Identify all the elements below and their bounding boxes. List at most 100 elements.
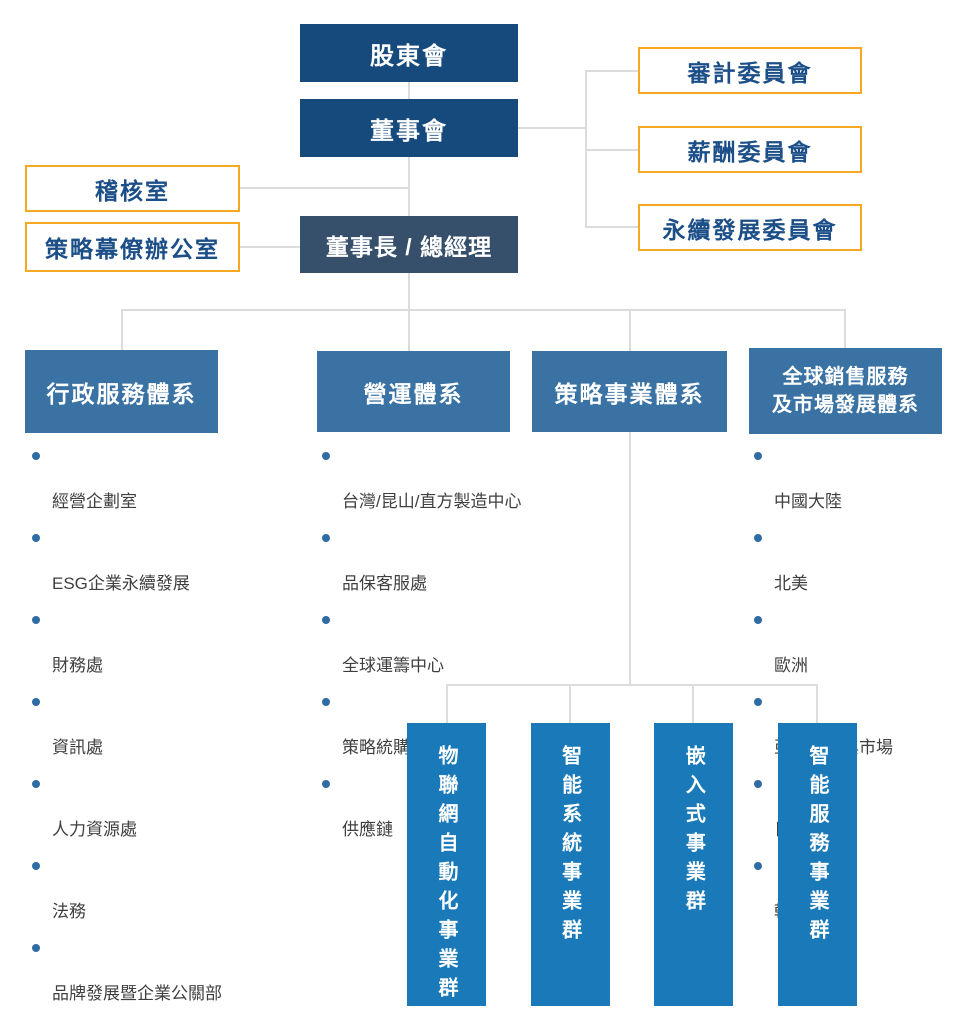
connector-line xyxy=(692,684,694,723)
business-group-box: 嵌入式事業群 xyxy=(654,723,734,1006)
list-item-label: ESG企業永續發展 xyxy=(52,574,190,593)
business-groups-row: 物聯網自動化事業群 智能系統事業群 嵌入式事業群 智能服務事業群 xyxy=(407,723,857,1006)
bullet-icon xyxy=(754,780,762,788)
list-item: 品保客服處 xyxy=(320,526,580,595)
connector-line xyxy=(585,70,638,72)
list-item: 品牌發展暨企業公關部 xyxy=(30,936,285,1005)
business-group-label: 物聯網自動化事業群 xyxy=(435,745,457,1006)
connector-line xyxy=(585,149,638,151)
bullet-icon xyxy=(32,452,40,460)
connector-line xyxy=(240,187,408,189)
list-item-label: 策略統購處 xyxy=(342,738,427,757)
bullet-icon xyxy=(754,698,762,706)
list-item-label: 中國大陸 xyxy=(774,492,842,511)
connector-line xyxy=(518,127,585,129)
shareholders-label: 股東會 xyxy=(370,42,448,70)
connector-line xyxy=(629,309,631,351)
bullet-icon xyxy=(322,780,330,788)
list-item: 北美 xyxy=(752,526,952,595)
connector-line xyxy=(408,157,410,217)
list-item: 全球運籌中心 xyxy=(320,608,580,677)
connector-line xyxy=(844,309,846,348)
bullet-icon xyxy=(754,452,762,460)
division-box-admin: 行政服務體系 xyxy=(25,350,218,433)
business-group-box: 智能系統事業群 xyxy=(530,723,610,1006)
connector-line xyxy=(629,432,631,685)
list-item: 歐洲 xyxy=(752,608,952,677)
list-item-label: 北美 xyxy=(774,574,808,593)
connector-line xyxy=(240,246,300,248)
list-item: 供應鏈 xyxy=(320,772,580,841)
bullet-icon xyxy=(322,616,330,624)
list-item-label: 人力資源處 xyxy=(52,820,137,839)
bullet-icon xyxy=(322,698,330,706)
list-item-label: 財務處 xyxy=(52,656,103,675)
division-box-strategic: 策略事業體系 xyxy=(532,351,727,432)
connector-line xyxy=(408,273,410,310)
division-admin-label: 行政服務體系 xyxy=(46,380,197,407)
list-item: 財務處 xyxy=(30,608,285,677)
division-global-sales-label-line1: 全球銷售服務 xyxy=(782,366,909,388)
bullet-icon xyxy=(32,616,40,624)
business-group-box: 物聯網自動化事業群 xyxy=(407,723,486,1006)
bullet-icon xyxy=(32,862,40,870)
business-group-label: 智能系統事業群 xyxy=(558,745,581,948)
committee-box-sustainability: 永續發展委員會 xyxy=(638,204,862,251)
list-item-label: 台灣/昆山/直方製造中心 xyxy=(342,492,522,511)
division-box-operations: 營運體系 xyxy=(317,351,510,432)
business-group-box: 智能服務事業群 xyxy=(777,723,857,1006)
board-box: 董事會 xyxy=(300,99,518,157)
bullet-icon xyxy=(754,534,762,542)
connector-line xyxy=(121,309,846,311)
audit-office-label: 稽核室 xyxy=(95,177,170,204)
staff-box-strategy-office: 策略幕僚辦公室 xyxy=(25,222,240,272)
bullet-icon xyxy=(32,534,40,542)
connector-line xyxy=(585,226,638,228)
list-item-label: 品保客服處 xyxy=(342,574,427,593)
list-item-label: 資訊處 xyxy=(52,738,103,757)
committee-box-compensation: 薪酬委員會 xyxy=(638,126,862,173)
bullet-icon xyxy=(754,616,762,624)
list-item: 策略統購處 xyxy=(320,690,580,759)
committee-box-audit: 審計委員會 xyxy=(638,47,862,94)
connector-line xyxy=(446,684,817,686)
bullet-icon xyxy=(754,862,762,870)
board-label: 董事會 xyxy=(370,117,448,145)
bullet-icon xyxy=(322,534,330,542)
division-global-sales-label-line2: 及市場發展體系 xyxy=(772,394,919,416)
chairman-box: 董事長 / 總經理 xyxy=(300,216,518,273)
committee-sustainability-label: 永續發展委員會 xyxy=(662,216,838,243)
business-group-label: 智能服務事業群 xyxy=(805,745,828,948)
list-item-label: 品牌發展暨企業公關部 xyxy=(52,984,222,1003)
business-group-label: 嵌入式事業群 xyxy=(682,745,705,919)
shareholders-box: 股東會 xyxy=(300,24,518,82)
list-item-label: 歐洲 xyxy=(774,656,808,675)
chairman-label: 董事長 / 總經理 xyxy=(325,233,493,260)
bullet-icon xyxy=(32,944,40,952)
list-item: 中國大陸 xyxy=(752,444,952,513)
connector-line xyxy=(446,684,448,723)
bullet-icon xyxy=(32,698,40,706)
list-item-label: 全球運籌中心 xyxy=(342,656,444,675)
list-item: 台灣/昆山/直方製造中心 xyxy=(320,444,580,513)
bullet-icon xyxy=(32,780,40,788)
committee-audit-label: 審計委員會 xyxy=(687,59,813,86)
connector-line xyxy=(569,684,571,723)
operations-list: 台灣/昆山/直方製造中心 品保客服處 全球運籌中心 策略統購處 供應鏈 xyxy=(320,444,580,854)
list-item: 經營企劃室 xyxy=(30,444,285,513)
list-item: 法務 xyxy=(30,854,285,923)
admin-list: 經營企劃室 ESG企業永續發展 財務處 資訊處 人力資源處 xyxy=(30,444,285,1016)
connector-line xyxy=(408,309,410,351)
list-item-label: 供應鏈 xyxy=(342,820,393,839)
division-strategic-label: 策略事業體系 xyxy=(554,380,705,407)
committee-compensation-label: 薪酬委員會 xyxy=(687,138,813,165)
list-item: ESG企業永續發展 xyxy=(30,526,285,595)
strategy-office-label: 策略幕僚辦公室 xyxy=(45,236,220,262)
division-operations-label: 營運體系 xyxy=(363,380,464,407)
list-item-label: 法務 xyxy=(52,902,86,921)
list-item: 資訊處 xyxy=(30,690,285,759)
division-box-global-sales: 全球銷售服務 及市場發展體系 xyxy=(749,348,942,434)
staff-box-audit-office: 稽核室 xyxy=(25,165,240,212)
bullet-icon xyxy=(322,452,330,460)
